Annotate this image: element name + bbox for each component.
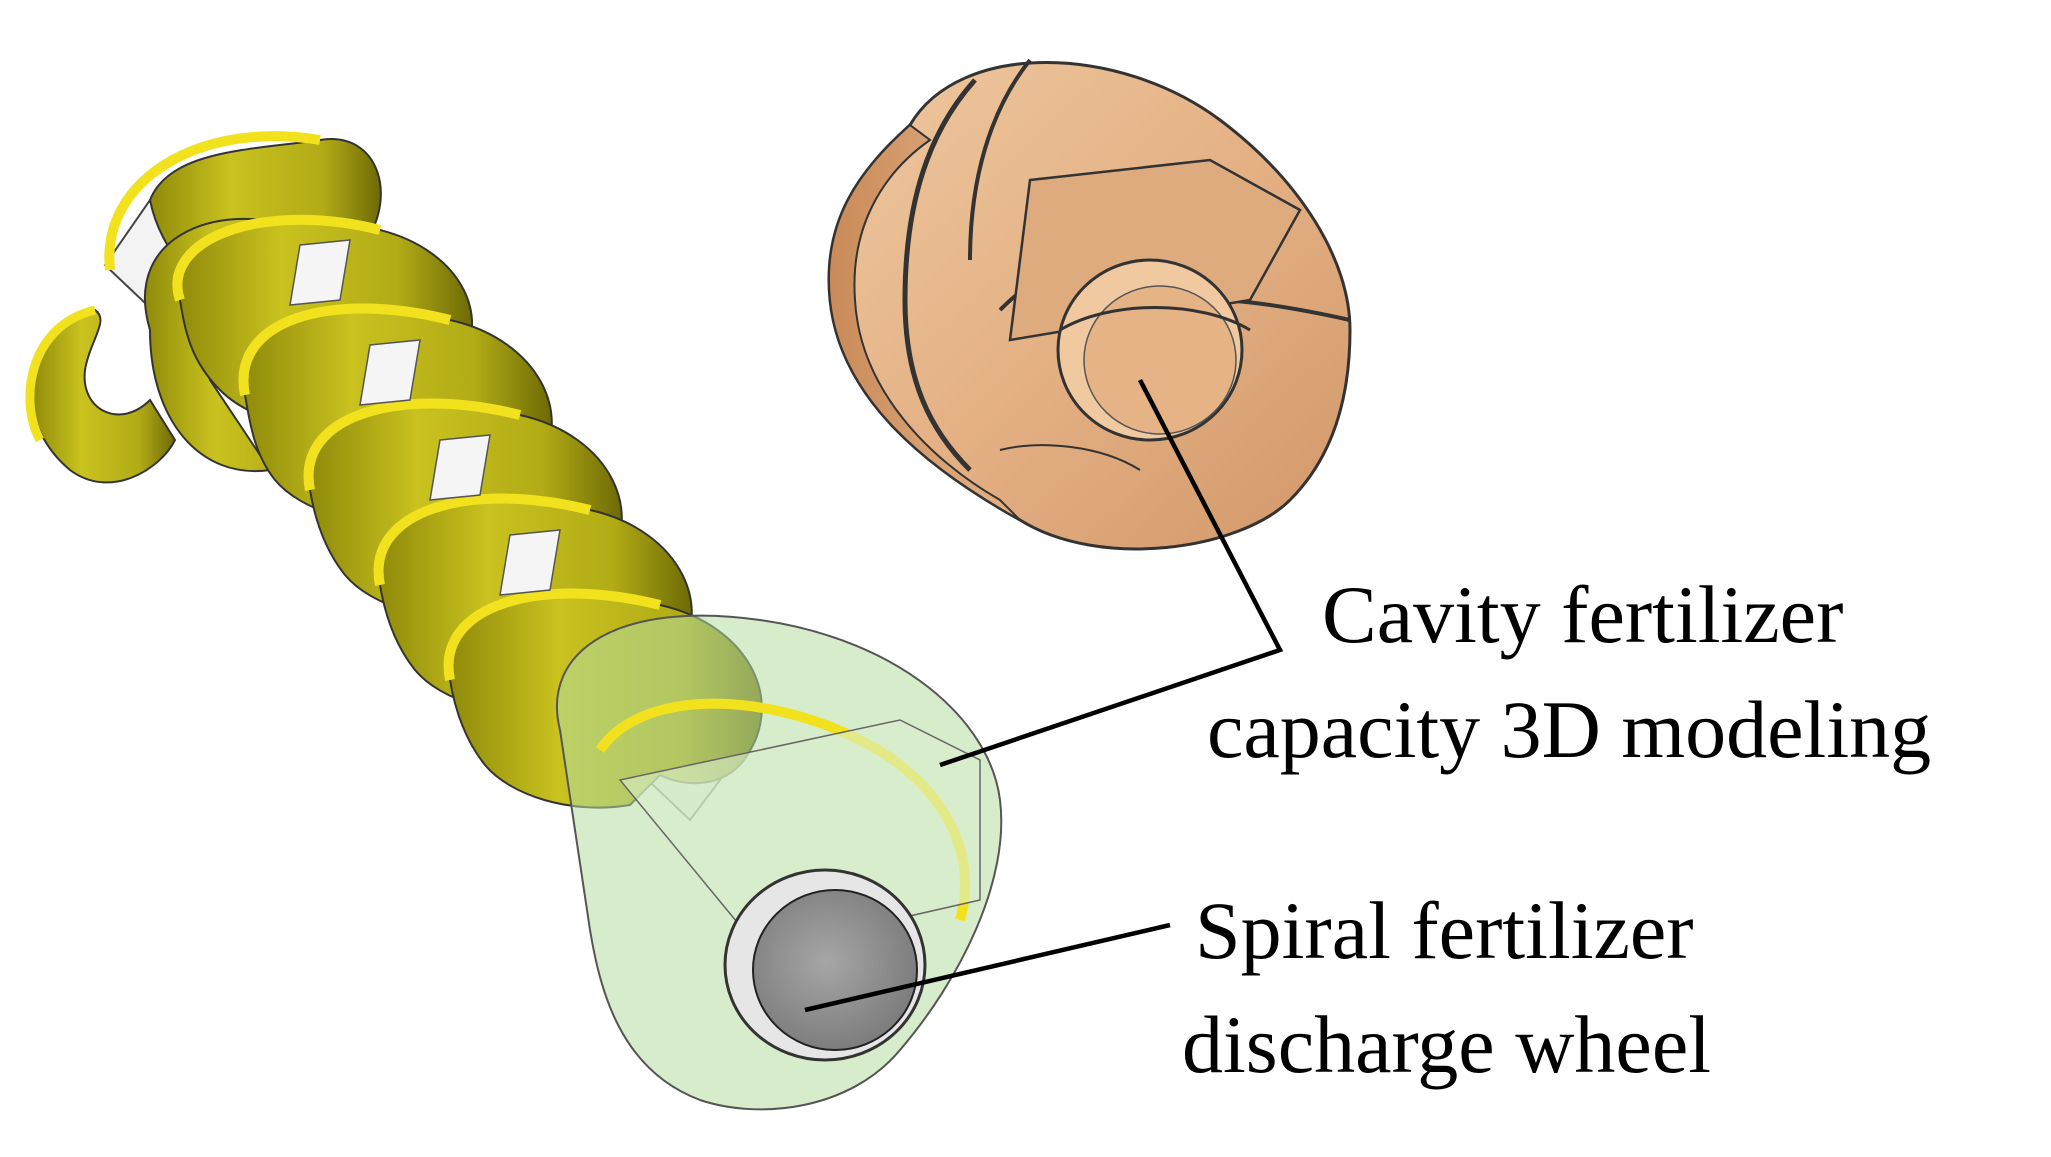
shaft-segments <box>289 239 561 596</box>
leader-lines <box>804 378 1284 1013</box>
spiral-leader-line <box>804 922 1171 1013</box>
wood-side <box>828 123 1021 521</box>
cavity-label-line2: capacity 3D modeling <box>1207 684 1931 775</box>
spiral-label-line1: Spiral fertilizer <box>1195 885 1694 976</box>
spiral-label-line2: discharge wheel <box>1182 999 1711 1090</box>
cavity-label-line1: Cavity fertilizer <box>1322 569 1843 660</box>
end-cap <box>752 889 918 1051</box>
cavity-model <box>827 58 1352 551</box>
spiral-discharge-wheel <box>25 131 1003 1111</box>
cavity-leader-line <box>939 378 1284 768</box>
